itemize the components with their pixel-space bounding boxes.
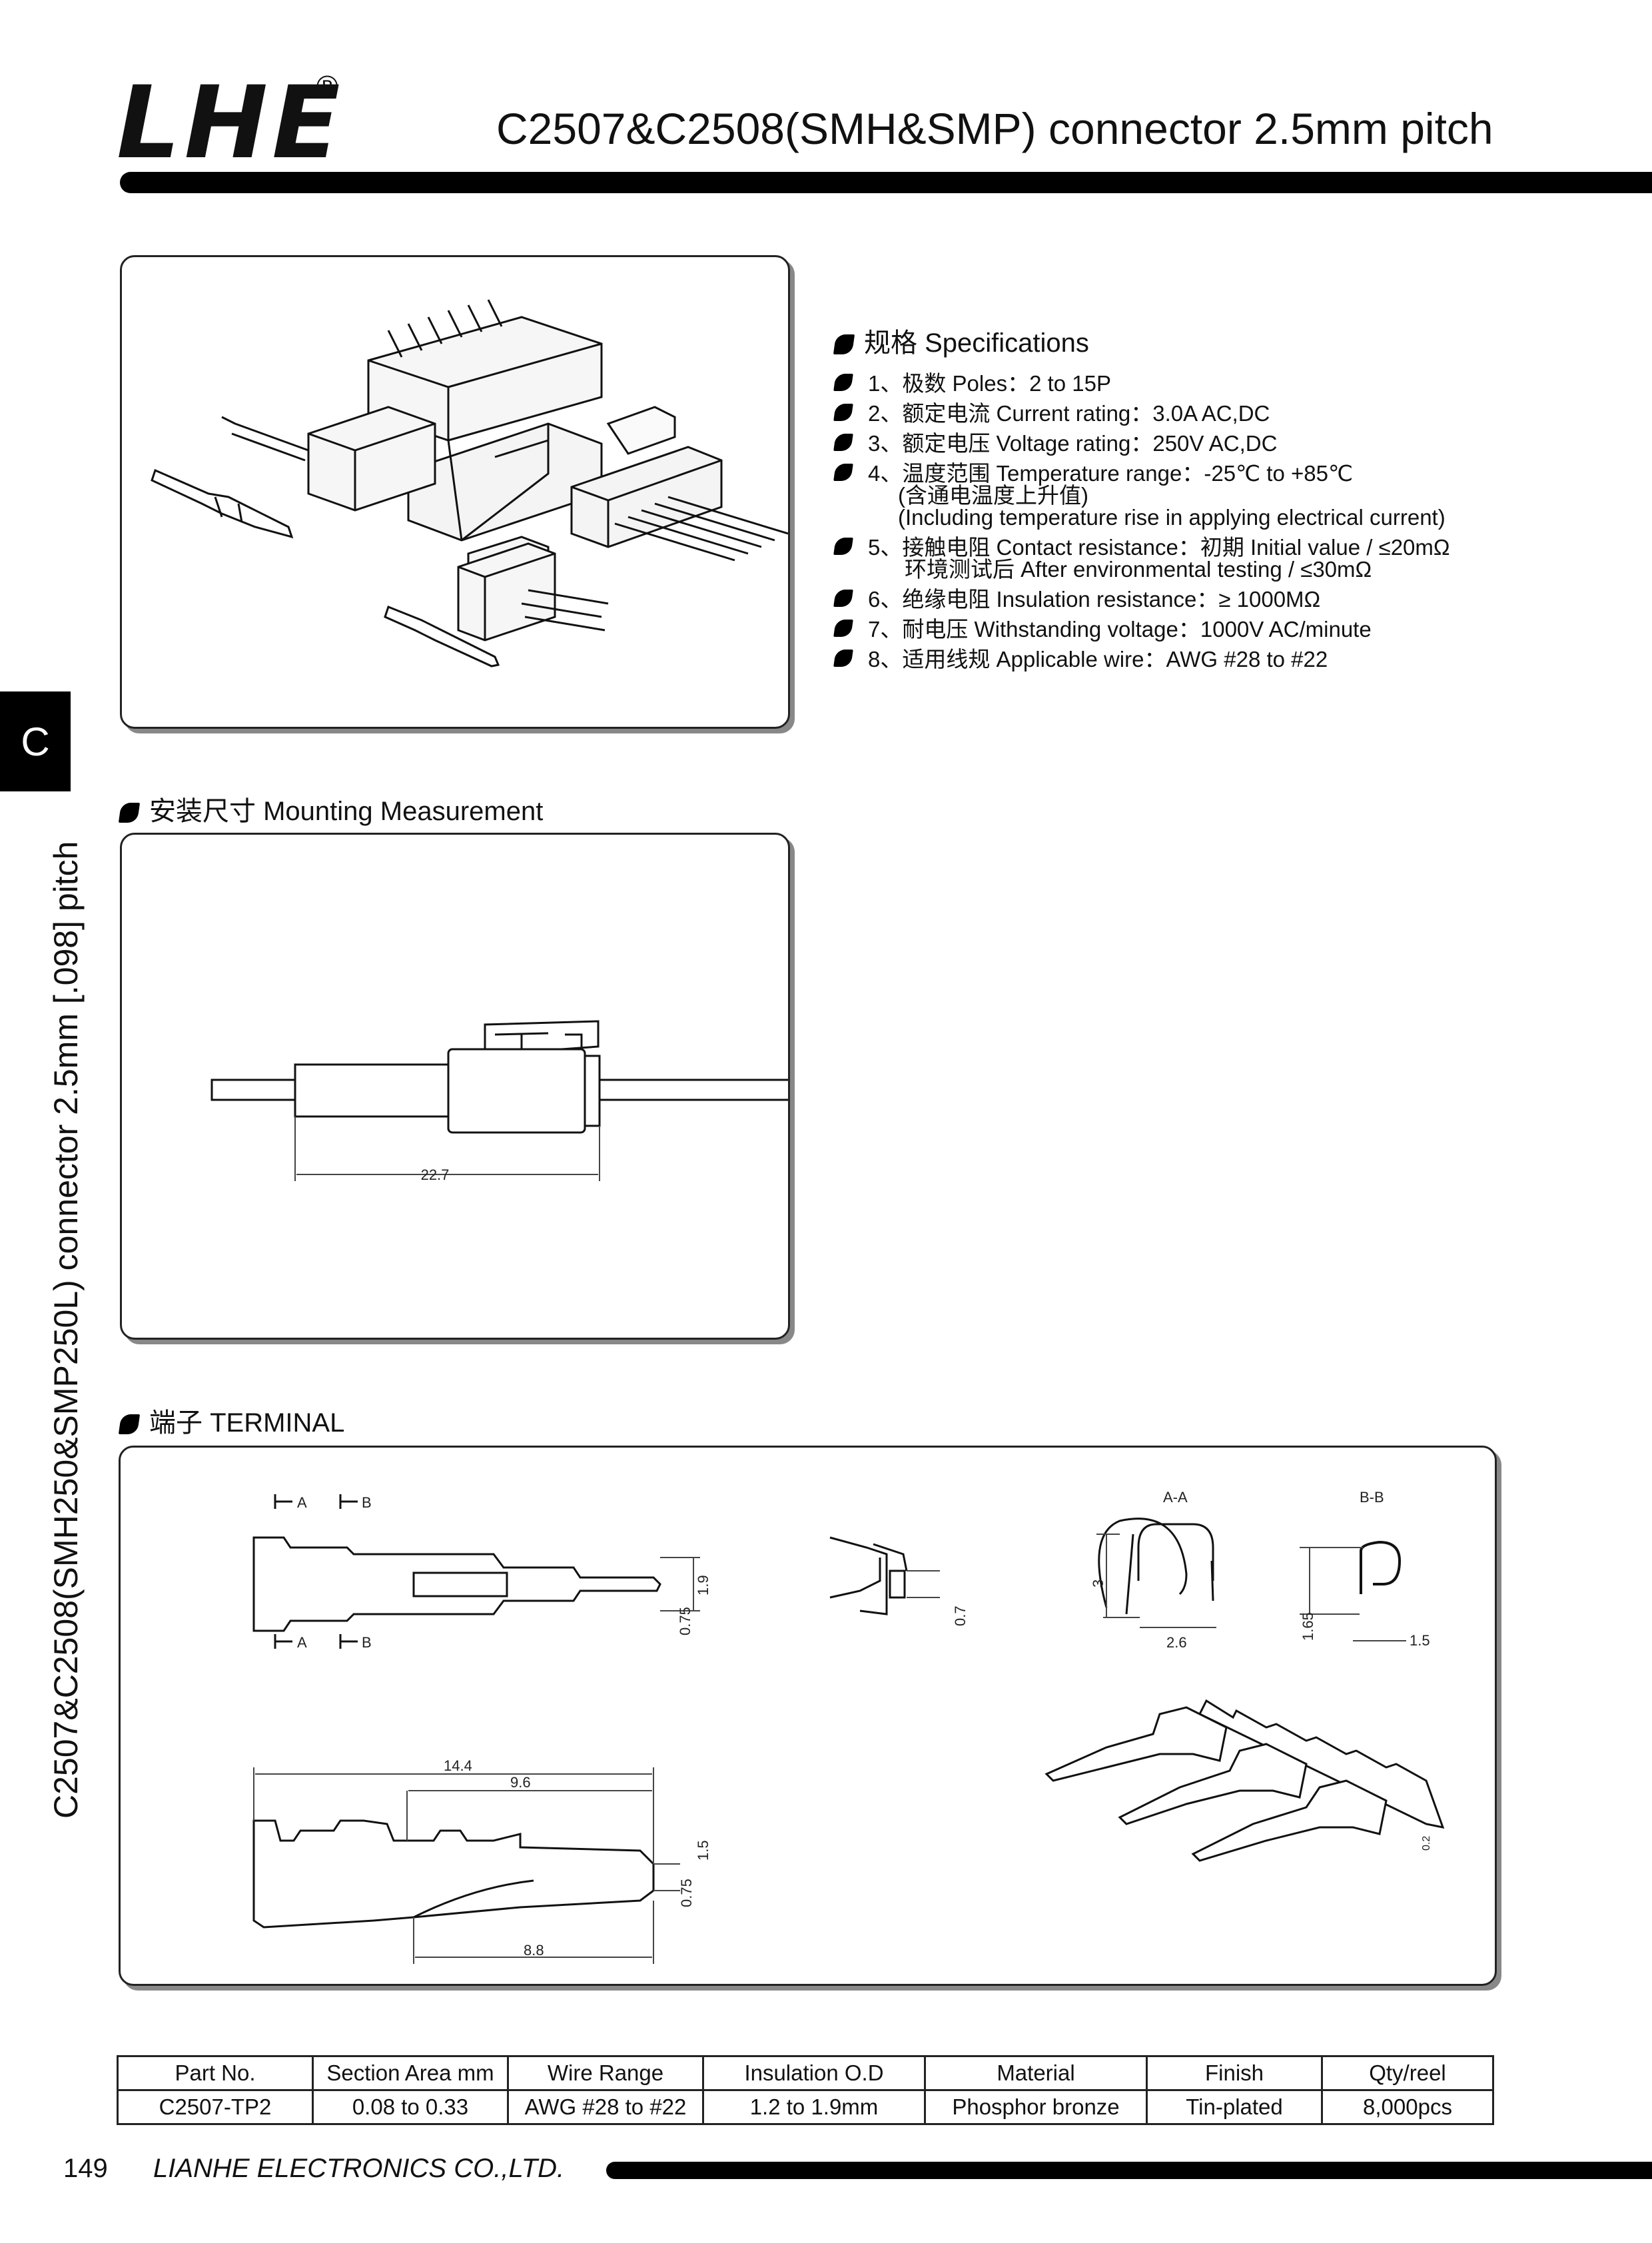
dim-label: 1.5 bbox=[695, 1840, 711, 1861]
dim-label: 8.8 bbox=[524, 1942, 544, 1959]
dim-label: 3 bbox=[1090, 1579, 1106, 1587]
spec-text: 5、接触电阻 Contact resistance：初期 Initial val… bbox=[868, 535, 1450, 560]
spec-item: 3、额定电压 Voltage rating：250V AC,DC bbox=[833, 431, 1450, 456]
mounting-drawing-panel: 22.7 bbox=[120, 833, 817, 1340]
mounting-drawing: 22.7 bbox=[210, 1020, 817, 1183]
dim-label: 1.9 bbox=[695, 1575, 711, 1595]
dim-label: 0.2 bbox=[1421, 1836, 1432, 1851]
vertical-section-title: C2507&C2508(SMH250&SMP250L) connector 2.… bbox=[47, 841, 85, 1819]
dim-label: 0.75 bbox=[677, 1607, 693, 1635]
section-label-bb: B-B bbox=[1360, 1489, 1384, 1506]
spec-note: (Including temperature rise in applying … bbox=[898, 505, 1446, 530]
terminal-drawing-panel: A B A B A-A B-B 1.9 0.75 0.7 bbox=[119, 1446, 1497, 1986]
spec-text: 1、极数 Poles：2 to 15P bbox=[868, 371, 1111, 396]
table-cell: 0.08 to 0.33 bbox=[312, 2089, 509, 2125]
page-number: 149 bbox=[63, 2154, 108, 2183]
spec-note: (含通电温度上升值) bbox=[898, 483, 1088, 508]
company-logo: LHE bbox=[117, 65, 344, 181]
spec-text: 8、适用线规 Applicable wire：AWG #28 to #22 bbox=[868, 647, 1328, 672]
bullet-icon bbox=[833, 434, 853, 451]
dim-label: 2.6 bbox=[1166, 1634, 1187, 1651]
terminal-heading-text: 端子 TERMINAL bbox=[149, 1408, 345, 1438]
table-header: Part No. bbox=[117, 2055, 314, 2091]
table-cell: AWG #28 to #22 bbox=[507, 2089, 704, 2125]
table-header: Qty/reel bbox=[1321, 2055, 1494, 2091]
terminal-heading: 端子 TERMINAL bbox=[118, 1401, 345, 1440]
product-image-panel bbox=[120, 255, 790, 729]
dim-label: 22.7 bbox=[421, 1166, 450, 1183]
spec-item: 8、适用线规 Applicable wire：AWG #28 to #22 bbox=[833, 647, 1450, 672]
table-header: Material bbox=[924, 2055, 1148, 2091]
bullet-icon bbox=[833, 650, 853, 667]
table-cell: 8,000pcs bbox=[1321, 2089, 1494, 2125]
spec-text: 2、额定电流 Current rating：3.0A AC,DC bbox=[868, 401, 1270, 426]
section-mark-b: B bbox=[362, 1494, 372, 1511]
mounting-heading-text: 安装尺寸 Mounting Measurement bbox=[149, 797, 544, 826]
specifications-block: 规格 Specifications 1、极数 Poles：2 to 15P 2、… bbox=[833, 328, 1450, 678]
bullet-icon bbox=[833, 404, 853, 421]
company-name: LIANHE ELECTRONICS CO.,LTD. bbox=[153, 2154, 565, 2183]
bullet-icon bbox=[833, 334, 855, 354]
section-tab-letter: C bbox=[21, 719, 50, 764]
dim-label: 0.75 bbox=[678, 1879, 695, 1907]
table-cell: Tin-plated bbox=[1146, 2089, 1323, 2125]
bullet-icon bbox=[833, 464, 853, 481]
table-header: Wire Range bbox=[507, 2055, 704, 2091]
section-mark-b: B bbox=[362, 1634, 372, 1651]
registered-mark: ® bbox=[316, 70, 338, 103]
spec-note: 环境测试后 After environmental testing / ≤30m… bbox=[905, 557, 1372, 582]
table-cell: Phosphor bronze bbox=[924, 2089, 1148, 2125]
table-row: C2507-TP2 0.08 to 0.33 AWG #28 to #22 1.… bbox=[117, 2089, 1494, 2125]
spec-text: 4、温度范围 Temperature range：-25℃ to +85℃ bbox=[868, 461, 1353, 486]
specifications-heading-text: 规格 Specifications bbox=[864, 328, 1089, 358]
connector-illustration bbox=[151, 299, 789, 668]
bullet-icon bbox=[833, 538, 853, 555]
table-cell: C2507-TP2 bbox=[117, 2089, 314, 2125]
spec-item: 5、接触电阻 Contact resistance：初期 Initial val… bbox=[833, 535, 1450, 582]
bullet-icon bbox=[833, 374, 853, 391]
footer-rule bbox=[606, 2162, 1652, 2179]
bullet-icon bbox=[118, 803, 141, 823]
bullet-icon bbox=[118, 1414, 141, 1434]
spec-item: 2、额定电流 Current rating：3.0A AC,DC bbox=[833, 401, 1450, 426]
table-cell: 1.2 to 1.9mm bbox=[702, 2089, 926, 2125]
page-title: C2507&C2508(SMH&SMP) connector 2.5mm pit… bbox=[496, 104, 1493, 153]
spec-item: 7、耐电压 Withstanding voltage：1000V AC/minu… bbox=[833, 617, 1450, 642]
section-mark-a: A bbox=[297, 1634, 307, 1651]
spec-text: 3、额定电压 Voltage rating：250V AC,DC bbox=[868, 431, 1278, 456]
section-tab: C bbox=[0, 691, 71, 791]
section-label-aa: A-A bbox=[1163, 1489, 1188, 1506]
table-header-row: Part No. Section Area mm Wire Range Insu… bbox=[117, 2055, 1494, 2091]
spec-item: 6、绝缘电阻 Insulation resistance：≥ 1000MΩ bbox=[833, 587, 1450, 612]
spec-item: 4、温度范围 Temperature range：-25℃ to +85℃ (含… bbox=[833, 461, 1450, 530]
dim-label: 1.5 bbox=[1410, 1632, 1430, 1649]
spec-item: 1、极数 Poles：2 to 15P bbox=[833, 371, 1450, 396]
dim-label: 1.65 bbox=[1300, 1612, 1316, 1641]
part-table: Part No. Section Area mm Wire Range Insu… bbox=[117, 2055, 1494, 2125]
table-header: Section Area mm bbox=[312, 2055, 509, 2091]
specifications-heading: 规格 Specifications bbox=[833, 328, 1450, 358]
spec-text: 7、耐电压 Withstanding voltage：1000V AC/minu… bbox=[868, 617, 1372, 642]
bullet-icon bbox=[833, 590, 853, 607]
table-header: Finish bbox=[1146, 2055, 1323, 2091]
bullet-icon bbox=[833, 620, 853, 637]
mounting-heading: 安装尺寸 Mounting Measurement bbox=[118, 789, 544, 828]
section-mark-a: A bbox=[297, 1494, 307, 1511]
dim-label: 0.7 bbox=[952, 1605, 969, 1626]
dim-label: 9.6 bbox=[510, 1774, 531, 1791]
dim-label: 14.4 bbox=[444, 1757, 472, 1774]
spec-text: 6、绝缘电阻 Insulation resistance：≥ 1000MΩ bbox=[868, 587, 1321, 612]
table-header: Insulation O.D bbox=[702, 2055, 926, 2091]
terminal-drawing: A B A B A-A B-B 1.9 0.75 0.7 bbox=[252, 1489, 1445, 1964]
header-rule bbox=[120, 172, 1652, 193]
